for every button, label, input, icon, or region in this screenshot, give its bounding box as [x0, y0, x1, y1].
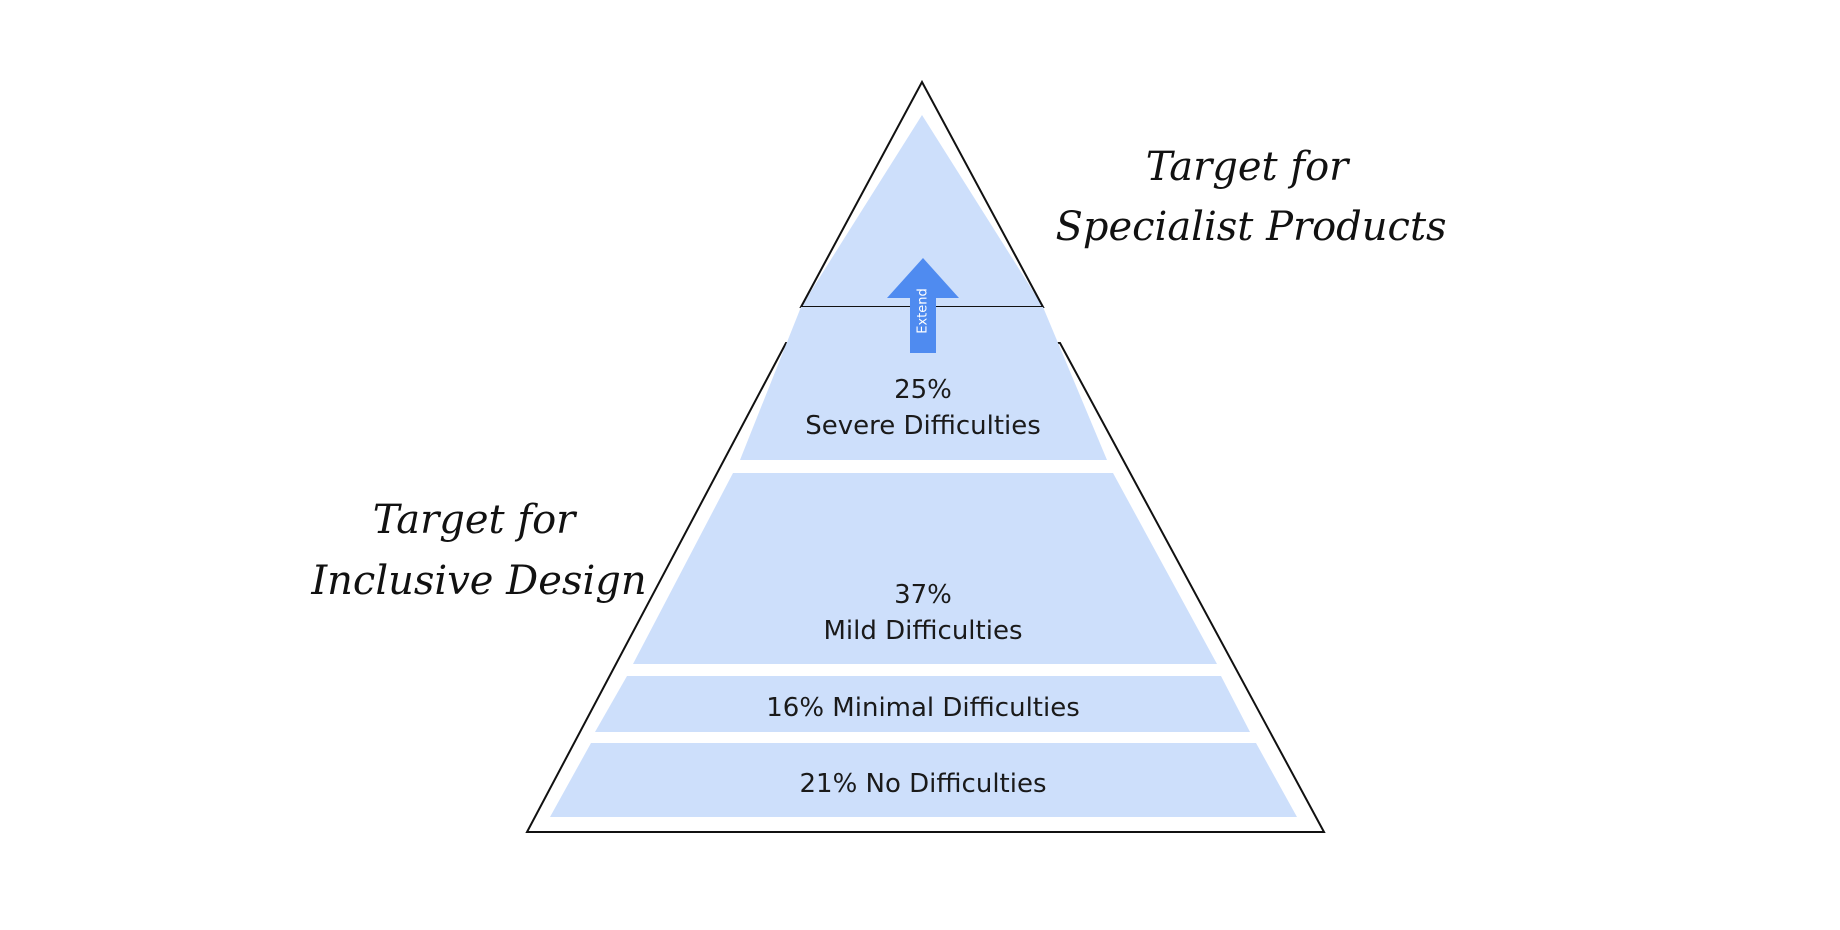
extend-arrow-label: Extend [916, 288, 931, 334]
inclusive-label-line2: Inclusive Design [310, 558, 646, 604]
specialist-tier-fill [801, 115, 1043, 307]
specialist-label-line1: Target for [1146, 144, 1351, 190]
tier-minimal-band [595, 676, 1250, 732]
inclusive-label-line1: Target for [373, 497, 578, 543]
specialist-label-line2: Specialist Products [1055, 204, 1446, 250]
tier-minimal-label: 16% Minimal Difficulties [766, 693, 1080, 723]
extend-arrow-head [887, 258, 959, 298]
tier-mild-percent: 37% [894, 580, 952, 610]
tier-none-label: 21% No Difficulties [799, 769, 1046, 799]
tier-mild-band [633, 473, 1217, 664]
extend-arrow-shaft [910, 297, 936, 353]
tier-severe-band [740, 307, 1107, 460]
tier-severe-label: Severe Difficulties [805, 411, 1041, 441]
tier-mild-label: Mild Difficulties [824, 616, 1023, 646]
extend-arrow: Extend [887, 258, 959, 353]
tier-none-band [550, 743, 1297, 817]
tier-severe-percent: 25% [894, 375, 952, 405]
